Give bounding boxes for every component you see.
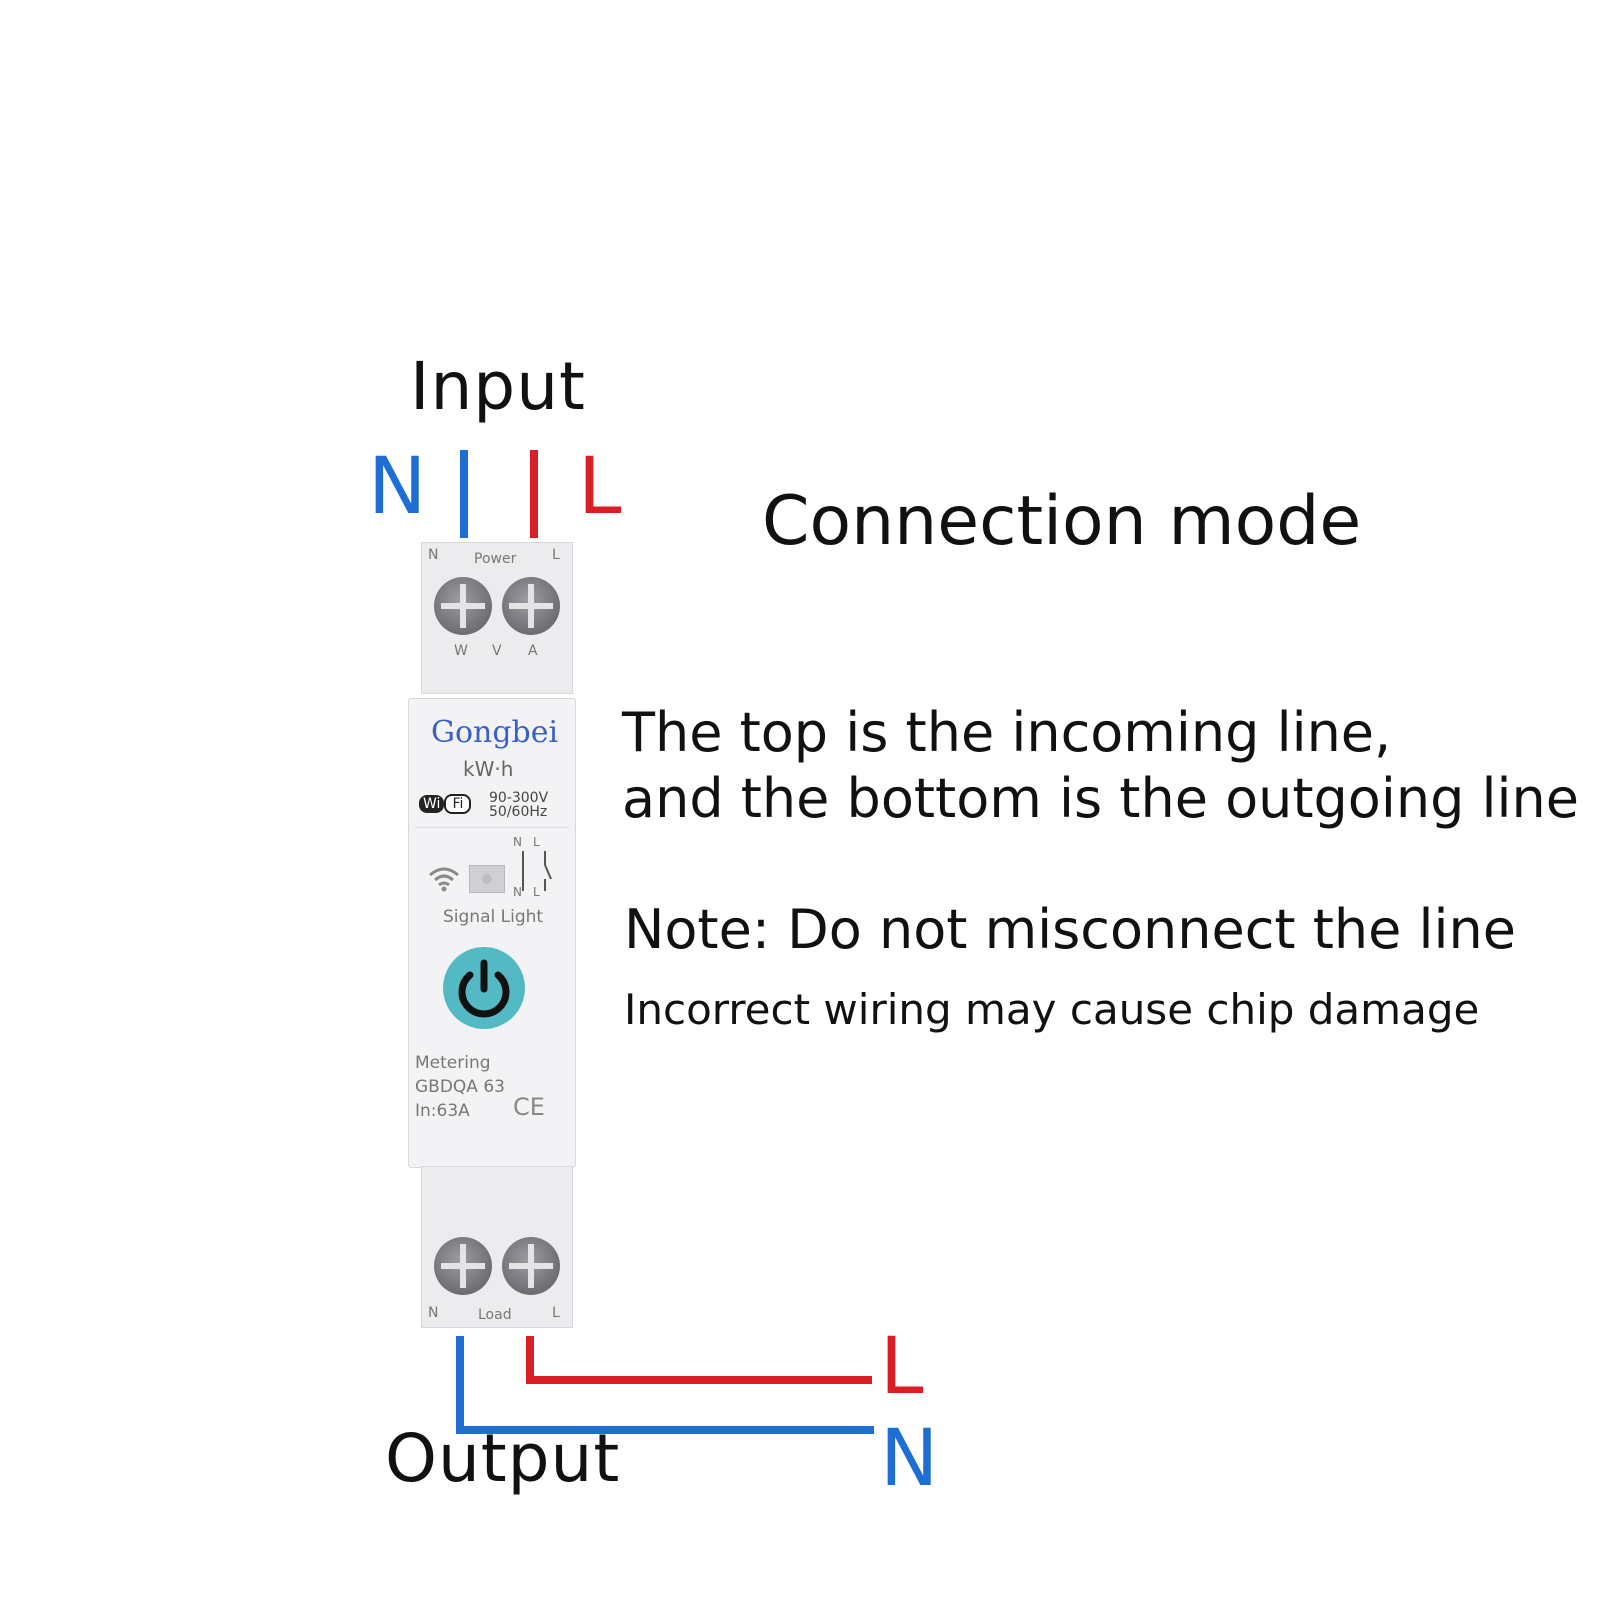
rating-spec: 90-300V 50/60Hz — [489, 791, 548, 819]
wifi-badge-left: Wi — [419, 795, 445, 813]
model-number: GBDQA 63 — [415, 1077, 505, 1097]
input-live-label: L — [578, 442, 622, 532]
description-line-1: The top is the incoming line, — [622, 701, 1392, 764]
signal-light-label: Signal Light — [443, 907, 544, 927]
current-rating: In:63A — [415, 1101, 470, 1121]
meter-a-marking: A — [528, 643, 538, 659]
diagram-l-top: L — [533, 835, 540, 849]
bottom-n-marking: N — [428, 1305, 439, 1321]
output-neutral-label: N — [880, 1414, 939, 1504]
input-neutral-label: N — [368, 442, 427, 532]
panel-divider — [415, 827, 569, 828]
meter-w-marking: W — [454, 643, 468, 659]
bottom-load-marking: Load — [478, 1307, 512, 1323]
output-live-wire — [526, 1336, 872, 1384]
signal-light-indicator — [469, 865, 505, 893]
device-info: Metering GBDQA 63 In:63A — [415, 1051, 505, 1123]
meter-v-marking: V — [492, 643, 502, 659]
output-neutral-wire — [456, 1336, 874, 1434]
diagram-l-bottom: L — [533, 885, 540, 899]
output-live-label: L — [880, 1322, 924, 1412]
voltage-spec: 90-300V — [489, 790, 549, 806]
switch-symbol-icon — [522, 851, 552, 891]
screw-icon — [502, 1237, 560, 1295]
metering-label: Metering — [415, 1053, 491, 1073]
wifi-signal-icon — [429, 867, 459, 892]
output-label: Output — [385, 1420, 621, 1497]
wifi-badge-right: Fi — [444, 794, 472, 814]
description-line-2: and the bottom is the outgoing line — [622, 767, 1579, 830]
device-top-terminal: N Power L W V A — [421, 542, 573, 694]
diagram-n-top: N — [513, 835, 522, 849]
screw-icon — [502, 577, 560, 635]
description: The top is the incoming line, and the bo… — [622, 700, 1579, 832]
ce-mark: CE — [513, 1093, 545, 1121]
top-l-marking: L — [552, 547, 560, 563]
bottom-l-marking: L — [552, 1305, 560, 1321]
warning-text: Incorrect wiring may cause chip damage — [624, 985, 1480, 1034]
unit-label: kW·h — [463, 757, 514, 781]
power-icon — [458, 959, 510, 1018]
top-power-marking: Power — [474, 551, 517, 567]
brand-logo: Gongbei — [431, 715, 559, 750]
diagram-title: Connection mode — [762, 482, 1362, 561]
screw-icon — [434, 577, 492, 635]
power-button[interactable] — [443, 947, 525, 1029]
diagram-n-bottom: N — [513, 885, 522, 899]
note-text: Note: Do not misconnect the line — [624, 898, 1516, 961]
top-n-marking: N — [428, 547, 439, 563]
input-label: Input — [410, 348, 586, 425]
screw-icon — [434, 1237, 492, 1295]
frequency-spec: 50/60Hz — [489, 804, 548, 820]
device-bottom-terminal: N Load L — [421, 1166, 573, 1328]
